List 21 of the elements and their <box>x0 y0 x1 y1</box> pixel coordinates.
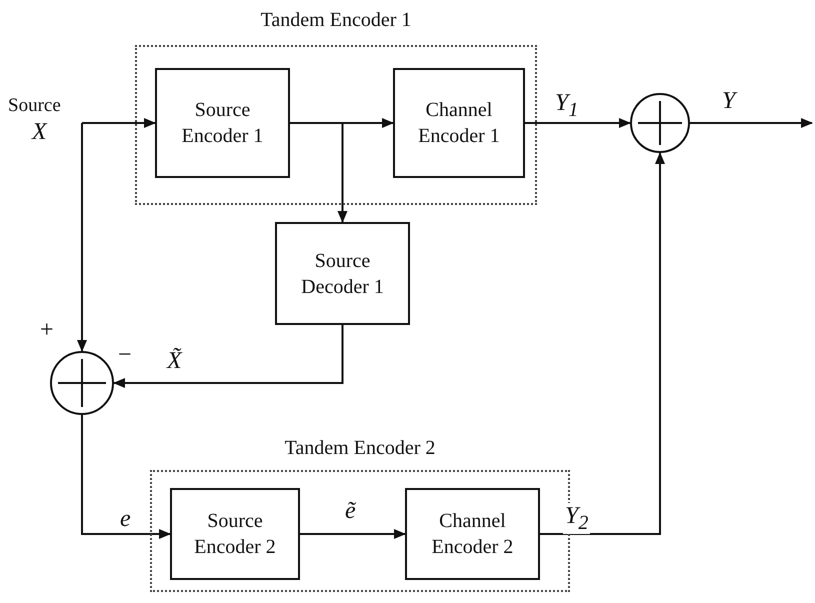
input-variable: X <box>32 118 47 147</box>
arrow <box>290 122 348 223</box>
process-block: Source Decoder 1 <box>275 222 410 325</box>
input-label: Source <box>8 95 61 118</box>
process-block: Source Encoder 2 <box>170 488 300 580</box>
arrow <box>525 118 631 128</box>
arrow <box>77 123 87 352</box>
arrow <box>81 415 171 539</box>
process-block: Channel Encoder 2 <box>405 488 540 580</box>
arrow <box>540 152 665 535</box>
group-heading: Tandem Encoder 2 <box>284 437 436 460</box>
sign-label: − <box>118 343 132 367</box>
arrow <box>300 529 406 539</box>
sign-label: + <box>40 318 54 342</box>
process-block: Channel Encoder 1 <box>393 68 525 178</box>
process-block: Source Encoder 1 <box>155 68 290 178</box>
arrow <box>113 325 344 388</box>
arrow <box>82 118 156 128</box>
signal-label: Y$_{2}$ <box>563 503 590 534</box>
group-heading: Tandem Encoder 1 <box>260 9 412 32</box>
arrow <box>690 118 813 128</box>
